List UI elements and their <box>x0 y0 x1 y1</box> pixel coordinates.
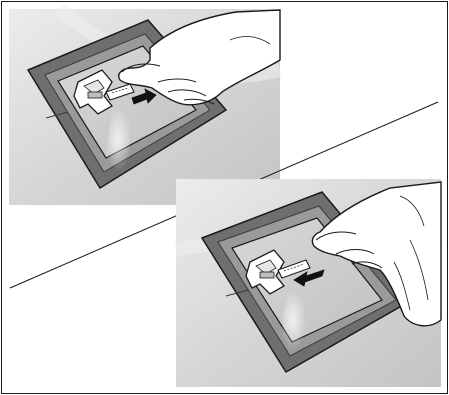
hand-icon <box>311 181 442 327</box>
halogen-bulb <box>105 83 135 101</box>
bulb-holder <box>245 249 285 295</box>
arrow-left-icon <box>293 269 325 287</box>
light-beam <box>104 108 132 170</box>
panel-step-2 <box>174 179 443 387</box>
arrow-right-icon <box>131 88 157 105</box>
bulb-holder <box>73 69 113 115</box>
panel-step-1 <box>9 3 282 205</box>
light-beam <box>280 290 306 350</box>
halogen-bulb <box>277 259 311 279</box>
hand-icon <box>118 9 281 106</box>
